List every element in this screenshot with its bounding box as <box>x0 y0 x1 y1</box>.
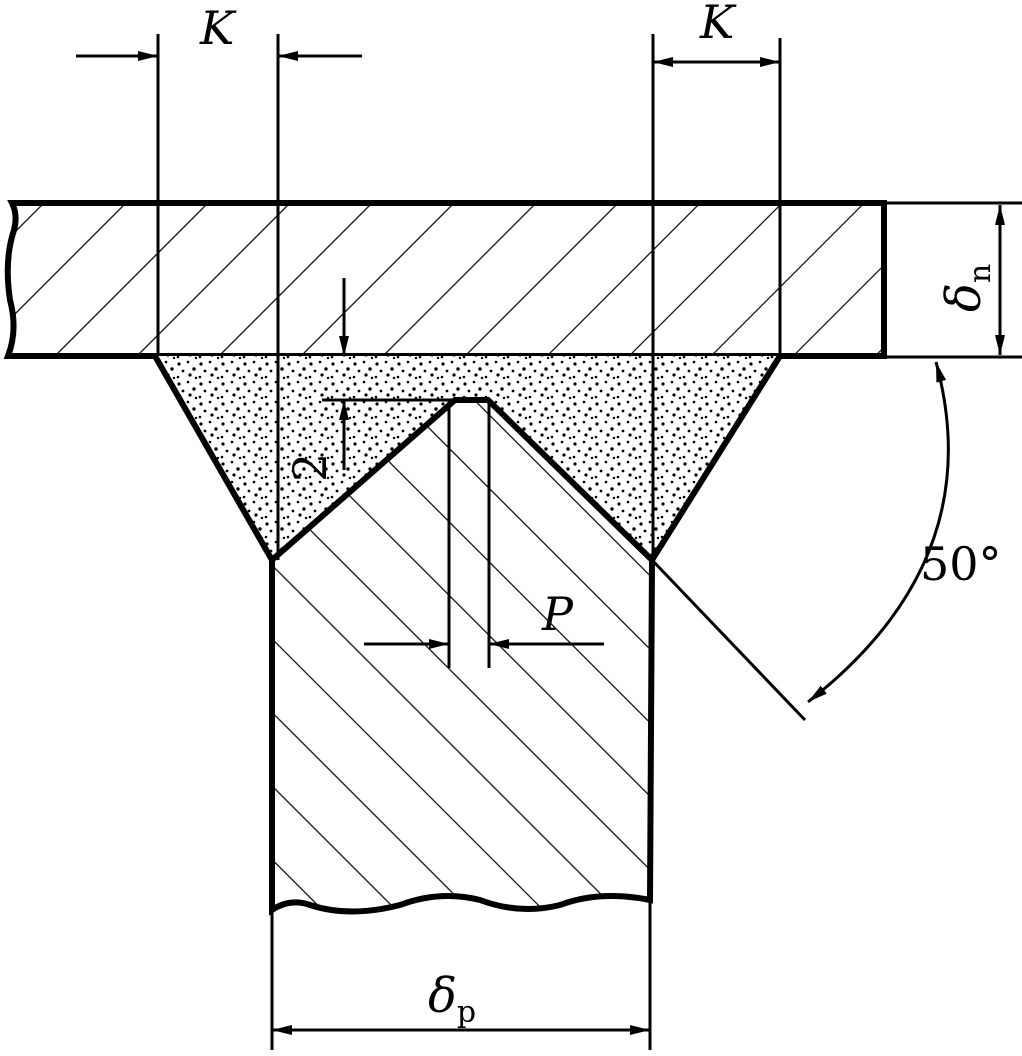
label-delta-n: δn <box>936 264 998 312</box>
label-delta-n-symbol: δ <box>936 283 992 312</box>
label-angle: 50° <box>920 537 1002 591</box>
label-delta-n-sub: n <box>963 264 998 283</box>
ext-bevel <box>650 558 807 722</box>
label-root-face: P <box>541 587 574 641</box>
label-delta-p-sub: p <box>457 995 476 1030</box>
label-delta-p: δp <box>428 968 476 1030</box>
label-k-right: K <box>699 0 737 49</box>
vertical-plate <box>269 397 656 916</box>
label-delta-p-symbol: δ <box>428 968 457 1024</box>
top-plate-section <box>3 200 887 359</box>
weld-edge-right <box>649 354 783 562</box>
vertical-plate-section <box>269 397 656 916</box>
top-plate <box>3 200 887 359</box>
label-gap: 2 <box>283 453 337 482</box>
weld-metal <box>152 354 783 562</box>
weld-fill <box>155 356 780 560</box>
label-k-left: K <box>199 1 237 55</box>
dim-angle-arc <box>807 361 950 704</box>
labels: K K δn δp 2 P 50° <box>199 0 1002 1030</box>
dimension-lines <box>76 51 1005 1035</box>
weld-edge-left <box>152 354 275 562</box>
